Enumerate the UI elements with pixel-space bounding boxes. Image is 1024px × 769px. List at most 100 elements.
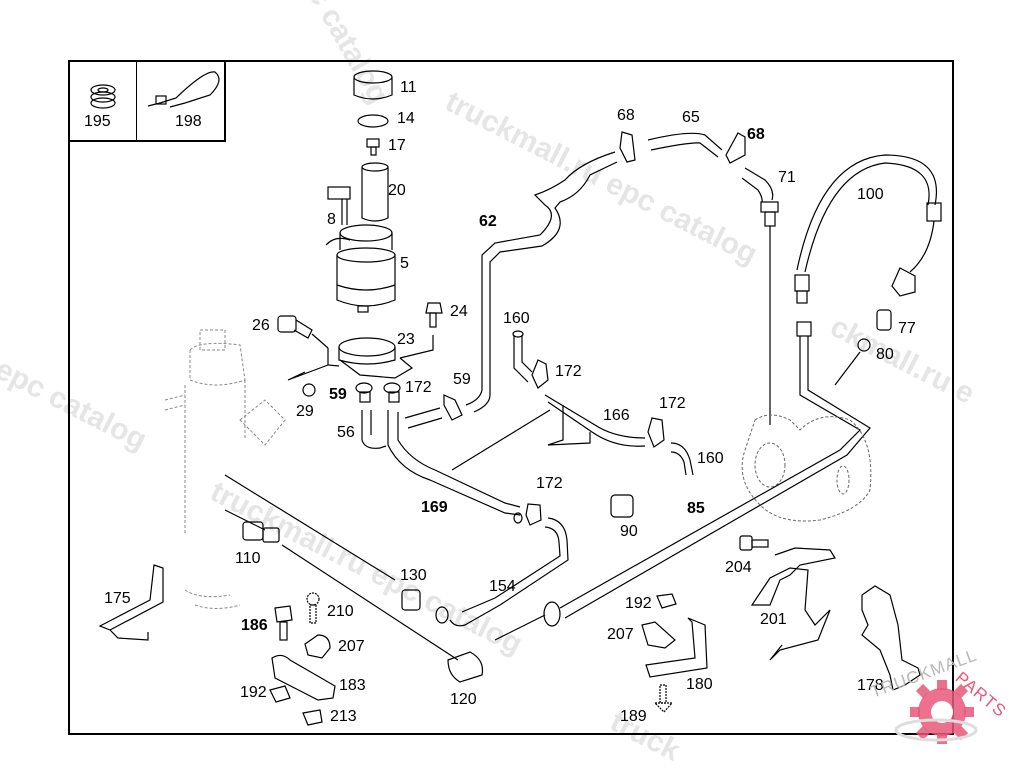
hose-end [513,512,523,524]
gear-logo-icon [894,680,978,744]
elbow-fitting [741,167,779,425]
level-sensor [327,186,351,225]
leader-line [224,474,546,661]
part-label-23[interactable]: 23 [397,331,415,348]
pipe-bracket [547,405,591,446]
hose-clamp [525,503,542,526]
part-label-110[interactable]: 110 [235,550,261,567]
part-label-210[interactable]: 210 [327,603,354,620]
part-label-24[interactable]: 24 [450,303,468,320]
truckmallparts-logo: TRUCKMALL PARTS [868,645,1024,750]
part-label-201[interactable]: 201 [760,611,787,628]
part-label-175[interactable]: 175 [104,590,131,607]
part-label-166[interactable]: 166 [603,407,630,424]
pipe-clip [641,621,676,649]
part-label-172[interactable]: 172 [536,475,563,492]
part-label-80[interactable]: 80 [876,346,894,363]
part-label-192[interactable]: 192 [240,684,267,701]
hose-end [435,606,449,624]
part-label-20[interactable]: 20 [388,182,406,199]
part-label-120[interactable]: 120 [450,691,477,708]
part-label-56[interactable]: 56 [337,424,355,441]
part-label-59[interactable]: 59 [453,371,471,388]
part-label-186[interactable]: 186 [241,617,268,634]
pipe-clip [304,634,331,659]
mounting-bracket [750,547,836,661]
union-fitting [242,521,280,543]
part-label-62[interactable]: 62 [479,213,497,230]
part-label-26[interactable]: 26 [252,317,270,334]
part-label-213[interactable]: 213 [330,708,357,725]
part-label-204[interactable]: 204 [725,559,752,576]
hose-clamp [725,132,746,164]
part-label-172[interactable]: 172 [405,379,432,396]
hose [670,442,694,476]
part-label-207[interactable]: 207 [607,626,634,643]
pressure-pipe [559,321,871,619]
part-label-207[interactable]: 207 [338,638,365,655]
part-label-178[interactable]: 178 [857,677,884,694]
protective-cap [447,651,484,683]
part-label-77[interactable]: 77 [898,320,916,337]
part-label-85[interactable]: 85 [687,500,705,517]
bolt [399,302,443,359]
part-label-154[interactable]: 154 [489,578,516,595]
part-label-29[interactable]: 29 [296,403,314,420]
part-label-183[interactable]: 183 [339,677,366,694]
pressure-hose [465,151,618,413]
mounting-bracket [861,585,921,691]
part-label-90[interactable]: 90 [620,523,638,540]
part-label-160[interactable]: 160 [503,310,530,327]
reservoir-cap [353,70,393,100]
union-fitting [876,309,892,331]
filter-cartridge [361,162,389,222]
flange-nut [302,709,323,726]
hose [544,394,646,447]
oil-reservoir [325,224,396,313]
hose [647,132,723,158]
reservoir-bracket [287,337,414,381]
union-fitting [610,494,634,518]
nut [302,383,316,397]
diagram-frame [68,60,954,735]
seal-ring [357,114,389,128]
union-nut [543,601,561,627]
hose-end [512,330,524,338]
hose [404,407,443,429]
leader-line [451,409,551,471]
part-label-8[interactable]: 8 [327,211,336,228]
grommet-icon [90,84,116,109]
part-number-label: 198 [175,113,202,130]
part-label-59[interactable]: 59 [329,386,347,403]
part-label-130[interactable]: 130 [400,567,427,584]
bolt [306,592,320,624]
mounting-bracket [98,564,164,641]
part-label-5[interactable]: 5 [400,255,409,272]
part-label-65[interactable]: 65 [682,109,700,126]
return-hose [387,410,521,516]
part-label-189[interactable]: 189 [620,708,647,725]
part-label-68[interactable]: 68 [747,126,765,143]
part-label-192[interactable]: 192 [625,595,652,612]
part-label-71[interactable]: 71 [778,169,796,186]
flange-nut [656,593,677,609]
part-label-11[interactable]: 11 [400,79,417,96]
part-label-100[interactable]: 100 [857,186,884,203]
high-pressure-hose [794,154,942,304]
part-label-14[interactable]: 14 [397,110,415,127]
part-label-68[interactable]: 68 [617,107,635,124]
part-number-label: 195 [84,113,111,130]
return-hose [449,517,569,627]
part-label-172[interactable]: 172 [555,363,582,380]
parts-diagram [90,70,942,726]
part-label-160[interactable]: 160 [697,450,724,467]
valve-fitting [366,138,380,156]
bolt [274,605,293,641]
part-label-169[interactable]: 169 [421,499,448,516]
hose-clamp [647,417,665,448]
part-label-17[interactable]: 17 [388,137,406,154]
bolt [739,535,769,551]
part-label-180[interactable]: 180 [686,676,713,693]
part-label-172[interactable]: 172 [659,395,686,412]
hose-clamp [619,131,636,163]
